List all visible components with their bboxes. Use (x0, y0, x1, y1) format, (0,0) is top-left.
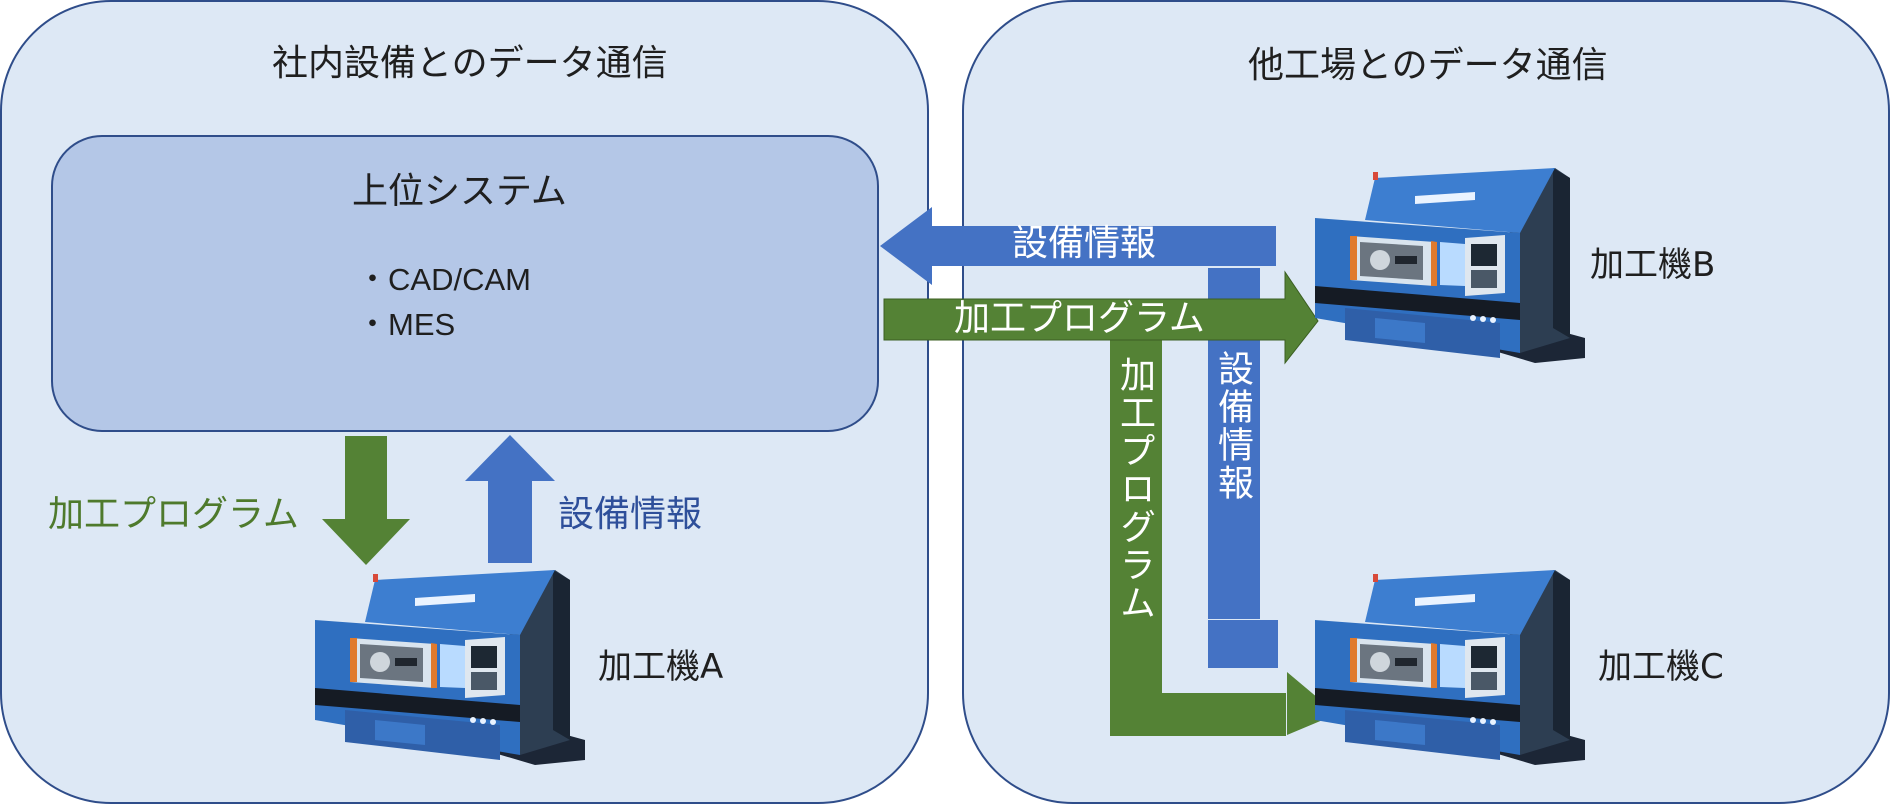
program-vertical-bar (1110, 340, 1162, 694)
right-equipment-info-label: 設備情報 (1012, 223, 1157, 264)
right-panel (962, 0, 1890, 804)
equipment-info-bottom-tab (1208, 620, 1278, 668)
right-program-label: 加工プログラム (954, 298, 1205, 339)
left-equipment-info-label: 設備情報 (558, 494, 703, 535)
left-program-label: 加工プログラム (48, 494, 299, 535)
system-title: 上位システム (352, 171, 567, 212)
system-item-cad: ・CAD/CAM (357, 262, 531, 297)
machine-b-label: 加工機B (1590, 245, 1716, 285)
upper-system-box (51, 135, 879, 432)
equipment-info-up-arrow (465, 435, 555, 563)
equipment-info-vertical-label: 設備情報 (1212, 350, 1253, 502)
equipment-info-left-arrow (880, 207, 1276, 285)
program-arrow-to-c (1110, 672, 1337, 735)
program-down-arrow (322, 436, 410, 565)
left-panel-title: 社内設備とのデータ通信 (272, 43, 668, 84)
program-arrow-to-b (883, 270, 1319, 365)
machine-c-label: 加工機C (1598, 647, 1724, 687)
right-panel-title: 他工場とのデータ通信 (1248, 45, 1608, 86)
machine-a-label: 加工機A (598, 647, 724, 687)
system-item-mes: ・MES (357, 307, 456, 342)
program-vertical-label: 加工プログラム (1114, 356, 1155, 622)
